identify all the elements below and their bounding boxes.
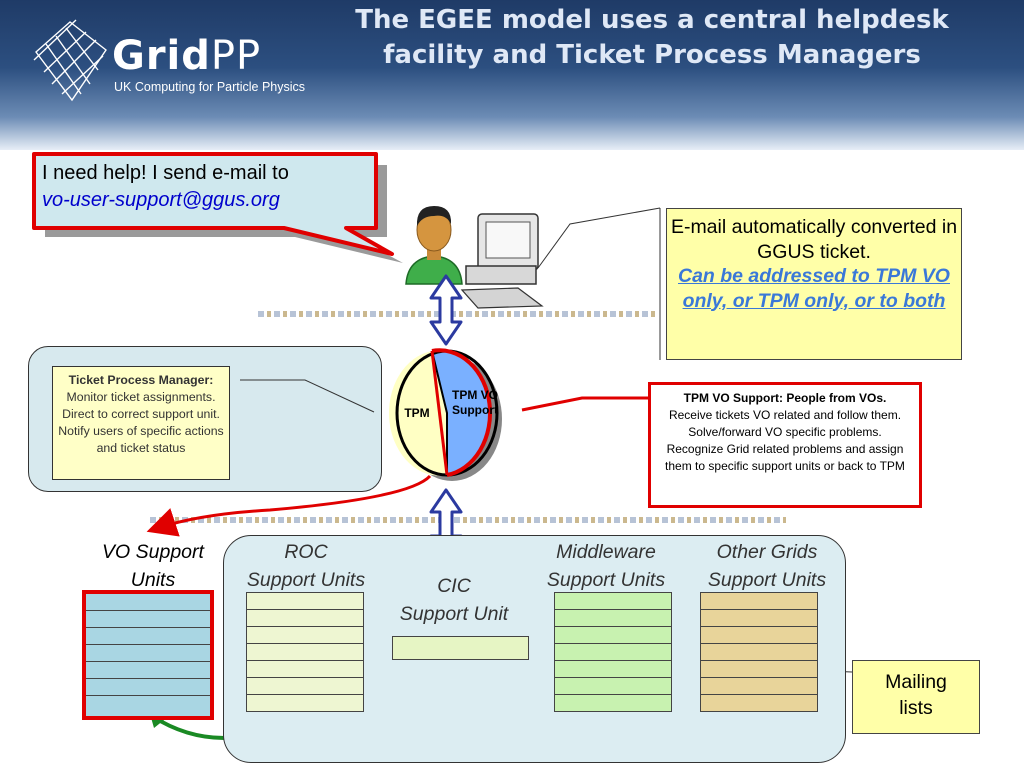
- list-row: [701, 678, 817, 695]
- tpm-vo-support-box: TPM VO Support: People from VOs. Receive…: [648, 382, 922, 508]
- pie-label-tpm: TPM: [404, 406, 430, 420]
- list-row: [701, 644, 817, 661]
- list-row: [555, 661, 671, 678]
- list-row: [86, 696, 210, 714]
- middleware-title: Middleware Support Units: [528, 538, 684, 594]
- pie-tpm-vo-slice: [432, 350, 491, 475]
- list-row: [701, 610, 817, 627]
- list-row: [555, 627, 671, 644]
- mailing-lists-box: Mailing lists: [852, 660, 980, 734]
- roc-title: ROC Support Units: [226, 538, 386, 594]
- list-row: [701, 593, 817, 610]
- list-row: [701, 695, 817, 711]
- list-row: [247, 695, 363, 711]
- user-callout-text: I need help! I send e-mail to vo-user-su…: [42, 160, 372, 214]
- gridpp-logo-icon: [33, 19, 107, 102]
- roc-title-line1: ROC: [284, 541, 328, 563]
- vo-support-title-line2: Units: [130, 569, 176, 591]
- computer-icon: [460, 213, 544, 309]
- other-grids-support-list: [700, 592, 818, 712]
- list-row: [86, 594, 210, 611]
- list-row: [247, 678, 363, 695]
- cic-title-line2: Support Unit: [399, 603, 509, 625]
- email-conversion-text: E-mail automatically converted in GGUS t…: [670, 216, 958, 263]
- double-arrow-upper: [429, 274, 463, 346]
- logo-grid: Grid: [112, 33, 211, 79]
- vo-support-arrow: [146, 474, 432, 537]
- middleware-support-list: [554, 592, 672, 712]
- list-row: [555, 593, 671, 610]
- list-row: [86, 662, 210, 679]
- list-row: [86, 645, 210, 662]
- list-row: [86, 628, 210, 645]
- list-row: [701, 627, 817, 644]
- header-banner: [0, 0, 1024, 150]
- other-grids-title-line1: Other Grids: [716, 541, 818, 563]
- user-callout-line: I need help! I send e-mail to: [42, 162, 289, 184]
- list-row: [701, 661, 817, 678]
- vo-support-title-line1: VO Support: [102, 541, 204, 563]
- list-row: [247, 627, 363, 644]
- roc-title-line2: Support Units: [246, 569, 366, 591]
- list-row: [247, 661, 363, 678]
- tpm-vo-leader: [521, 396, 648, 412]
- email-leader-line: [537, 207, 661, 269]
- pie-label-tpm-vo-line1: TPM VO: [451, 388, 498, 402]
- vo-support-title: VO Support Units: [78, 538, 228, 594]
- list-row: [555, 644, 671, 661]
- ticket-manager-description: Monitor ticket assignments. Direct to co…: [58, 390, 224, 455]
- logo-text: GridPP: [112, 34, 261, 78]
- list-row: [247, 593, 363, 610]
- cic-title: CIC Support Unit: [380, 572, 528, 628]
- ticket-manager-box: Ticket Process Manager: Monitor ticket a…: [52, 366, 230, 480]
- roc-support-list: [246, 592, 364, 712]
- email-conversion-box: E-mail automatically converted in GGUS t…: [666, 208, 962, 360]
- user-callout-bubble: [32, 152, 403, 263]
- pie-label-tpm-vo: TPM VO Support: [444, 388, 506, 418]
- pie-label-tpm-vo-line2: Support: [452, 403, 498, 417]
- list-row: [555, 695, 671, 711]
- list-row: [86, 611, 210, 628]
- tpm-vo-heading: TPM VO Support: People from VOs.: [683, 391, 887, 405]
- user-person-icon: [405, 206, 463, 285]
- vo-support-list: [82, 590, 214, 720]
- other-grids-title: Other Grids Support Units: [688, 538, 846, 594]
- decorative-stripe-bottom: [150, 517, 786, 523]
- list-row: [247, 644, 363, 661]
- other-grids-title-line2: Support Units: [707, 569, 827, 591]
- middleware-title-line1: Middleware: [556, 541, 656, 563]
- list-row: [86, 679, 210, 696]
- list-row: [555, 678, 671, 695]
- cic-title-line1: CIC: [437, 575, 471, 597]
- list-row: [247, 610, 363, 627]
- mailing-lists-line2: lists: [899, 697, 933, 719]
- middleware-title-line2: Support Units: [546, 569, 666, 591]
- slide-title: The EGEE model uses a central helpdesk f…: [355, 5, 949, 70]
- ticket-manager-heading: Ticket Process Manager:: [68, 373, 214, 387]
- decorative-stripe-top: [258, 311, 658, 317]
- addressing-note: Can be addressed to TPM VO only, or TPM …: [678, 265, 950, 312]
- pie-vo-highlight: [431, 348, 493, 477]
- logo-pp: PP: [210, 33, 262, 79]
- support-email: vo-user-support@ggus.org: [42, 189, 280, 211]
- ticket-leader-line: [240, 379, 375, 413]
- logo-subtitle: UK Computing for Particle Physics: [114, 80, 306, 94]
- cic-support-list: [392, 636, 529, 660]
- mailing-lists-line1: Mailing: [885, 671, 947, 693]
- tpm-vo-description: Receive tickets VO related and follow th…: [665, 408, 905, 473]
- list-row: [555, 610, 671, 627]
